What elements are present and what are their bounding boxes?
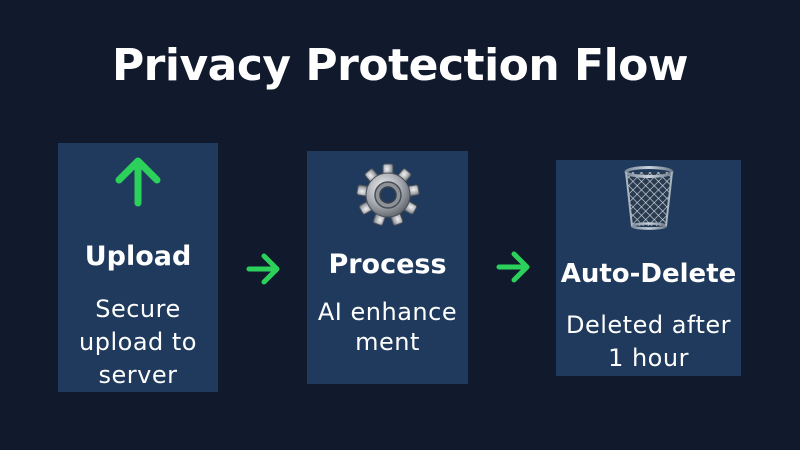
step-card-auto-delete: Auto-Delete Deleted after 1 hour [556, 160, 741, 376]
step-label-auto-delete: Auto-Delete [560, 259, 737, 289]
diagram-title: Privacy Protection Flow [111, 40, 689, 91]
step-description-upload: Secure upload to server [79, 295, 197, 389]
step-description-process: AI enhancement [317, 298, 458, 356]
step-card-process: Process AI enhancement [307, 151, 468, 384]
step-label-process: Process [328, 249, 447, 280]
step-label-upload: Upload [84, 241, 192, 272]
right-arrow-icon [494, 247, 534, 287]
wastebasket-icon [556, 164, 741, 230]
step-description-auto-delete: Deleted after 1 hour [566, 311, 731, 372]
up-arrow-icon [58, 157, 218, 207]
step-card-upload: Upload Secure upload to server [58, 143, 218, 392]
gear-icon [307, 163, 468, 227]
right-arrow-icon [244, 249, 284, 289]
